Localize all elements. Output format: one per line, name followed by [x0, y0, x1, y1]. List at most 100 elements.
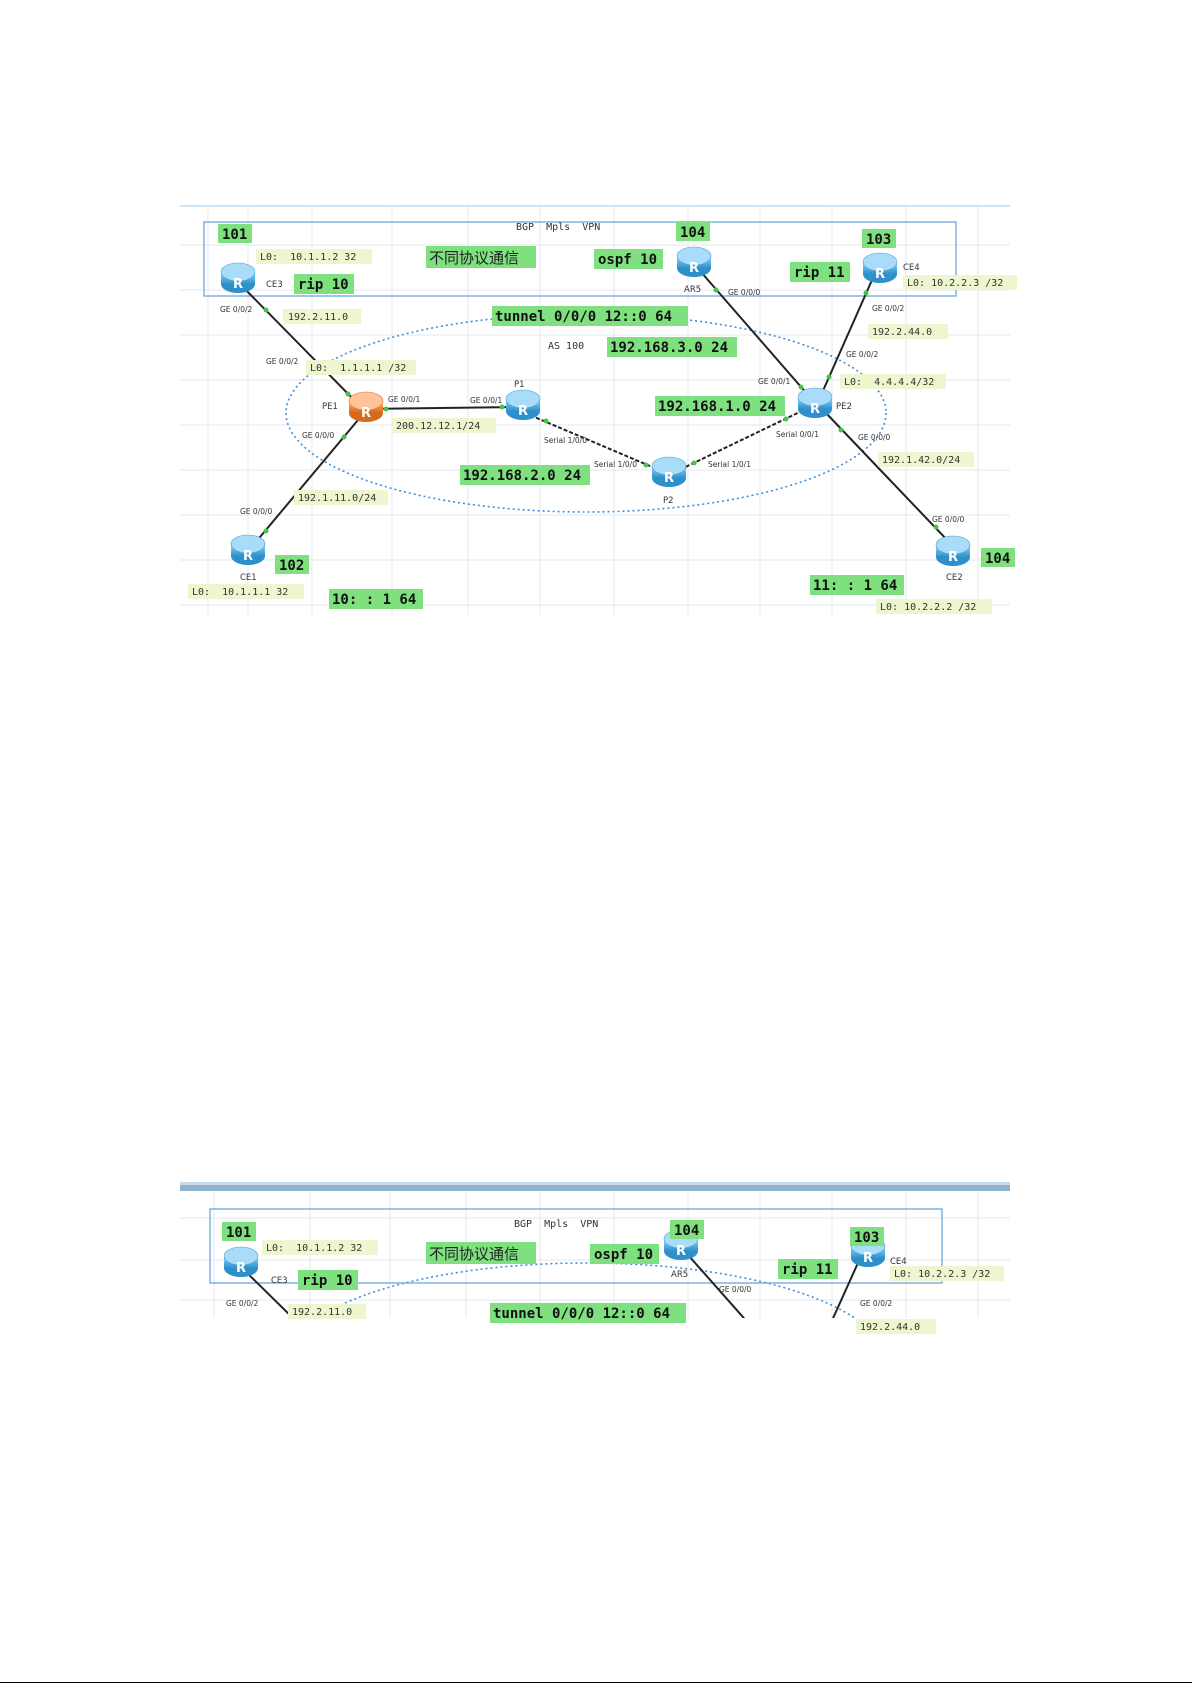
link-pe2-ce2: [824, 411, 951, 544]
net-label-2-44-2: 192.2.44.0: [860, 1322, 920, 1333]
page-bottom-rule: [0, 1682, 1192, 1683]
router-pe1[interactable]: R: [348, 391, 384, 422]
device-name-pe1: PE1: [322, 402, 338, 412]
lo-label-ce4-2: L0: 10.2.2.3 /32: [894, 1269, 990, 1280]
port-label: GE 0/0/2: [220, 305, 253, 314]
router-p1[interactable]: R: [505, 389, 541, 420]
link-dots-1: [263, 287, 939, 534]
port-label: GE 0/0/1: [758, 377, 791, 386]
badge-net-3: 192.168.3.0 24: [610, 340, 728, 356]
router-pe2[interactable]: R: [797, 387, 833, 418]
link-ar5-pe2: [693, 263, 816, 404]
port-label: GE 0/0/0: [728, 288, 761, 297]
net-label-2-11-2: 192.2.11.0: [292, 1307, 352, 1318]
badge-rip10: rip 10: [298, 277, 349, 293]
router-glyph: R: [948, 550, 958, 565]
badge-rip10-2: rip 10: [302, 1273, 353, 1289]
device-names-1: CE3 AR5 CE4 PE1 P1 PE2 P2 CE1 CE2: [240, 263, 963, 583]
device-name-p2: P2: [663, 496, 674, 506]
device-name-ar5: AR5: [684, 285, 701, 295]
chinese-label-2: 不同协议通信: [429, 1245, 519, 1263]
lo-label-ce3: L0: 10.1.1.2 32: [260, 252, 356, 263]
net-label-12: 200.12.12.1/24: [396, 421, 480, 432]
port-label: GE 0/0/0: [719, 1285, 752, 1294]
router-glyph: R: [810, 402, 820, 417]
port-label: GE 0/0/2: [226, 1299, 259, 1308]
router-glyph: R: [243, 549, 253, 564]
port-label: Serial 1/0/1: [708, 460, 751, 469]
badge-ar5-id-2: 104: [674, 1223, 699, 1239]
port-label: GE 0/0/0: [240, 507, 273, 516]
badges-2: 101 104 103 rip 10 ospf 10 rip 11 tunnel…: [222, 1220, 884, 1323]
lo-label-pe2: L0: 4.4.4.4/32: [844, 377, 934, 388]
router-ce4[interactable]: R: [862, 252, 898, 283]
router-glyph: R: [361, 406, 371, 421]
port-label: GE 0/0/0: [858, 433, 891, 442]
device-name-ce3: CE3: [266, 280, 283, 290]
router-ce3-2[interactable]: R: [223, 1246, 259, 1277]
router-ar5[interactable]: R: [676, 246, 712, 277]
badge-ospf10: ospf 10: [598, 252, 657, 268]
port-label: Serial 1/0/0: [594, 460, 637, 469]
port-label: GE 0/0/1: [388, 395, 421, 404]
badge-ce4-id: 103: [866, 232, 891, 248]
vpn-box-2: [209, 1208, 943, 1284]
port-label: GE 0/0/0: [302, 431, 335, 440]
small-labels-2: L0: 10.1.1.2 32 L0: 10.2.2.3 /32 192.2.1…: [262, 1240, 1004, 1334]
router-glyph: R: [664, 471, 674, 486]
badge-ce2-id: 104: [985, 551, 1010, 567]
badges-1: 101 104 103 102 104 rip 10 ospf 10 rip 1…: [218, 222, 1015, 609]
badge-ce4-id-2: 103: [854, 1230, 879, 1246]
device-name-pe2: PE2: [836, 402, 852, 412]
lo-label-ce3-2: L0: 10.1.1.2 32: [266, 1243, 362, 1254]
link-p1-p2: [524, 412, 665, 473]
link-pe1-ce1: [249, 419, 359, 550]
badge-v6-11: 11: : 1 64: [813, 578, 897, 594]
router-ce1[interactable]: R: [230, 534, 266, 565]
badge-rip11: rip 11: [794, 265, 845, 281]
chinese-label: 不同协议通信: [429, 249, 519, 267]
net-label-1-11: 192.1.11.0/24: [298, 493, 376, 504]
badge-net-1: 192.168.1.0 24: [658, 399, 776, 415]
router-ce3[interactable]: R: [220, 262, 256, 293]
port-labels-2: GE 0/0/2 GE 0/0/0 GE 0/0/2: [226, 1285, 893, 1308]
net-label-2-11: 192.2.11.0: [288, 312, 348, 323]
badge-ce1-id: 102: [279, 558, 304, 574]
as-ellipse-2: [315, 1262, 857, 1318]
badge-ce3-id-2: 101: [226, 1225, 251, 1241]
badge-net-2: 192.168.2.0 24: [463, 468, 581, 484]
device-name-ce4: CE4: [903, 263, 920, 273]
router-ce2[interactable]: R: [935, 535, 971, 566]
links-1: [237, 263, 951, 550]
link-ce3-pe1: [237, 281, 363, 409]
window-bar: [180, 1182, 1010, 1191]
device-name-ce4-2: CE4: [890, 1257, 907, 1267]
net-label-2-44: 192.2.44.0: [872, 327, 932, 338]
port-label: GE 0/0/2: [860, 1299, 893, 1308]
router-p2[interactable]: R: [651, 456, 687, 487]
router-glyph: R: [863, 1251, 873, 1266]
device-name-ce2: CE2: [946, 573, 963, 583]
badge-ar5-id: 104: [680, 225, 705, 241]
bgp-title-2: BGP Mpls VPN: [514, 1219, 598, 1230]
router-glyph: R: [518, 404, 528, 419]
router-glyph: R: [875, 267, 885, 282]
lo-label-ce4: L0: 10.2.2.3 /32: [907, 278, 1003, 289]
net-label-1-42: 192.1.42.0/24: [882, 455, 960, 466]
lo-label-pe1: L0: 1.1.1.1 /32: [310, 363, 406, 374]
small-labels-1: L0: 10.1.1.2 32 L0: 10.2.2.3 /32 192.2.1…: [188, 249, 1017, 614]
port-label: GE 0/0/2: [266, 357, 299, 366]
port-label: Serial 0/0/1: [776, 430, 819, 439]
link-pe1-p1: [364, 406, 523, 410]
device-names-2: CE3 AR5 CE4: [271, 1257, 907, 1286]
badge-tunnel: tunnel 0/0/0 12::0 64: [495, 309, 672, 325]
bgp-title: BGP Mpls VPN: [516, 222, 600, 233]
as-label: AS 100: [548, 341, 584, 352]
diagram-1: R R R R R R: [180, 203, 1017, 615]
port-label: GE 0/0/0: [932, 515, 965, 524]
router-glyph: R: [689, 261, 699, 276]
router-glyph: R: [233, 277, 243, 292]
port-label: GE 0/0/2: [872, 304, 905, 313]
badge-v6-10: 10: : 1 64: [332, 592, 416, 608]
